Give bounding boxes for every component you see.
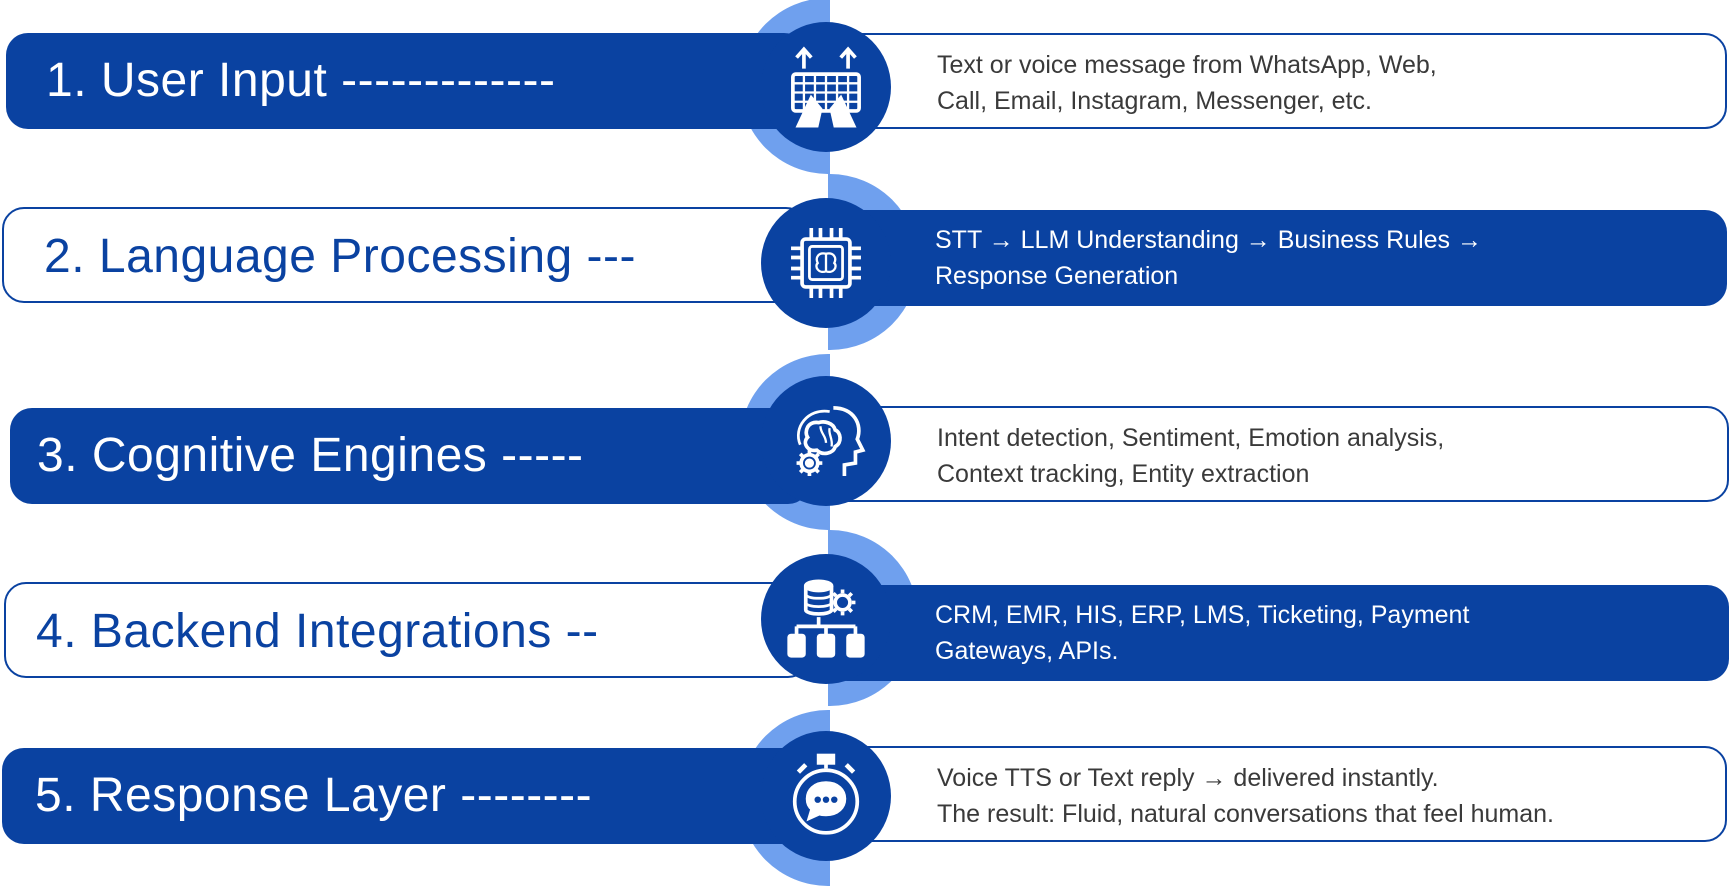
step-4-title: 4. Backend Integrations --: [36, 605, 599, 658]
database-network-icon: [787, 579, 865, 658]
step-5-title-bar: 5. Response Layer --------: [2, 748, 810, 844]
step-5-description-box: Voice TTS or Text reply → delivered inst…: [825, 746, 1727, 842]
step-4-icon-circle: [761, 554, 891, 684]
step-2-title: 2. Language Processing ---: [44, 230, 636, 283]
stopwatch-chat-icon: [792, 753, 860, 835]
step-4-desc-line-1: CRM, EMR, HIS, ERP, LMS, Ticketing, Paym…: [935, 601, 1470, 629]
step-5-desc-line-1: Voice TTS or Text reply → delivered inst…: [937, 764, 1439, 792]
step-3-desc-line-2: Context tracking, Entity extraction: [937, 460, 1310, 488]
step-3-description-box: Intent detection, Sentiment, Emotion ana…: [825, 406, 1729, 502]
step-1-title-bar: 1. User Input -------------: [6, 33, 806, 129]
step-1-desc-line-2: Call, Email, Instagram, Messenger, etc.: [937, 87, 1372, 115]
step-5-title: 5. Response Layer --------: [35, 769, 593, 822]
step-5-desc-line-2: The result: Fluid, natural conversations…: [937, 800, 1554, 828]
step-2-desc-line-1: STT → LLM Understanding → Business Rules…: [935, 226, 1482, 254]
step-1-icon-circle: [761, 22, 891, 152]
ai-head-gear-icon: [796, 406, 866, 476]
step-2-icon-circle: [761, 198, 891, 328]
brain-chip-icon: [791, 228, 861, 298]
step-2-title-bar: 2. Language Processing ---: [2, 207, 808, 303]
step-4-title-bar: 4. Backend Integrations --: [4, 582, 810, 678]
step-3-icon-circle: [761, 376, 891, 506]
step-1-desc-line-1: Text or voice message from WhatsApp, Web…: [937, 51, 1437, 79]
step-4-desc-line-2: Gateways, APIs.: [935, 637, 1119, 665]
step-5-icon-circle: [761, 731, 891, 861]
keyboard-hands-icon: [791, 46, 861, 128]
step-3-desc-line-1: Intent detection, Sentiment, Emotion ana…: [937, 424, 1445, 452]
step-3-title: 3. Cognitive Engines -----: [37, 429, 584, 482]
step-3-title-bar: 3. Cognitive Engines -----: [10, 408, 810, 504]
step-2-desc-line-2: Response Generation: [935, 262, 1179, 290]
step-4-description-box: CRM, EMR, HIS, ERP, LMS, Ticketing, Paym…: [825, 585, 1729, 681]
step-2-description-box: STT → LLM Understanding → Business Rules…: [825, 210, 1727, 306]
step-1-title: 1. User Input -------------: [46, 54, 556, 107]
step-1-description-box: Text or voice message from WhatsApp, Web…: [825, 33, 1727, 129]
